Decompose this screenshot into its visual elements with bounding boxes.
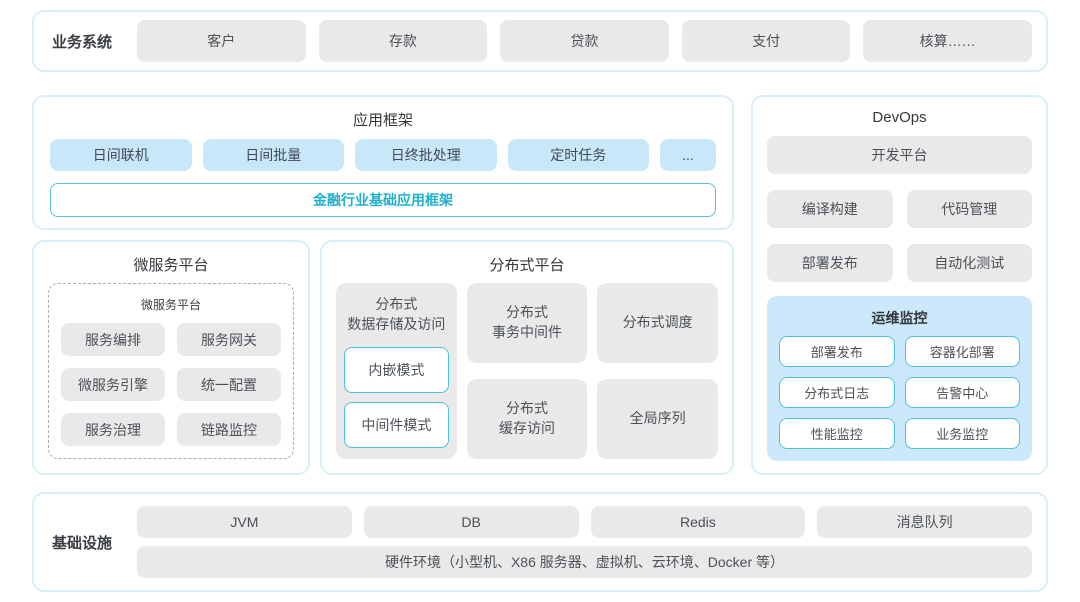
distributed-platform-title: 分布式平台 [489,257,565,274]
devops-section: DevOps 开发平台 编译构建 代码管理 部署发布 自动化测试 运维监控 部署… [751,95,1048,475]
devops-item-deploy-release: 部署发布 [767,244,893,282]
app-framework-items-row: 日间联机 日间批量 日终批处理 定时任务 ... [50,139,716,171]
storage-mode-middleware: 中间件模式 [344,402,449,449]
monitoring-item-deploy-release: 部署发布 [779,336,895,367]
infrastructure-items-row: JVM DB Redis 消息队列 [137,506,1032,538]
infra-item-jvm: JVM [137,506,352,538]
microservice-grid: 服务编排 服务网关 微服务引擎 统一配置 服务治理 链路监控 [61,323,281,446]
microservice-platform-title: 微服务平台 [133,257,209,274]
monitoring-item-distributed-log: 分布式日志 [779,377,895,408]
devops-dev-platform: 开发平台 [767,136,1032,174]
devops-title: DevOps [872,109,927,126]
distributed-platform-section: 分布式平台 分布式 数据存储及访问 内嵌模式 中间件模式 分布式 事务中间件 分… [320,240,734,475]
microservice-inner-title: 微服务平台 [140,298,201,312]
storage-mode-embedded: 内嵌模式 [344,347,449,394]
devops-grid: 编译构建 代码管理 部署发布 自动化测试 [767,190,1032,282]
microservice-item-governance: 服务治理 [61,413,165,446]
ops-monitoring-grid: 部署发布 容器化部署 分布式日志 告警中心 性能监控 业务监控 [779,336,1020,449]
distributed-storage-title: 分布式 数据存储及访问 [347,296,446,332]
devops-item-automated-testing: 自动化测试 [906,244,1032,282]
framework-item-daytime-online: 日间联机 [50,139,192,171]
business-systems-label: 业务系统 [51,33,112,51]
infrastructure-content: JVM DB Redis 消息队列 硬件环境（小型机、X86 服务器、虚拟机、云… [137,506,1032,578]
infra-item-db: DB [363,506,579,538]
microservice-item-orchestration: 服务编排 [61,323,165,356]
monitoring-item-performance: 性能监控 [779,418,895,449]
business-item-deposit: 存款 [318,20,488,62]
devops-item-code-management: 代码管理 [906,190,1032,228]
monitoring-item-alert-center: 告警中心 [904,377,1020,408]
ops-monitoring-title: 运维监控 [871,310,928,326]
microservice-item-tracing: 链路监控 [177,413,281,446]
global-sequence-cell: 全局序列 [597,379,718,459]
business-item-customer: 客户 [137,20,306,62]
business-item-payment: 支付 [681,20,851,62]
monitoring-item-container-deploy: 容器化部署 [904,336,1020,367]
framework-item-scheduled-task: 定时任务 [507,139,649,171]
finance-base-framework-bar: 金融行业基础应用框架 [50,183,716,217]
distributed-scheduling-cell: 分布式调度 [597,283,718,363]
business-item-accounting: 核算…… [863,20,1032,62]
distributed-grid: 分布式 数据存储及访问 内嵌模式 中间件模式 分布式 事务中间件 分布式调度 分… [336,283,718,459]
microservice-item-gateway: 服务网关 [177,323,281,356]
infra-item-message-queue: 消息队列 [817,506,1032,538]
distributed-storage-cell: 分布式 数据存储及访问 内嵌模式 中间件模式 [336,283,457,459]
platforms-row: 微服务平台 微服务平台 服务编排 服务网关 微服务引擎 统一配置 服务治理 链路… [32,240,734,475]
infrastructure-section: 基础设施 JVM DB Redis 消息队列 硬件环境（小型机、X86 服务器、… [32,492,1048,592]
microservice-item-engine: 微服务引擎 [61,368,165,401]
middle-row: 应用框架 日间联机 日间批量 日终批处理 定时任务 ... 金融行业基础应用框架… [32,95,1048,475]
devops-item-build: 编译构建 [767,190,893,228]
monitoring-item-business: 业务监控 [904,418,1020,449]
app-framework-section: 应用框架 日间联机 日间批量 日终批处理 定时任务 ... 金融行业基础应用框架 [32,95,734,230]
distributed-transaction-cell: 分布式 事务中间件 [466,283,588,363]
business-systems-section: 业务系统 客户 存款 贷款 支付 核算…… [32,10,1048,72]
microservice-item-config: 统一配置 [177,368,281,401]
hardware-environment-bar: 硬件环境（小型机、X86 服务器、虚拟机、云环境、Docker 等） [137,546,1032,578]
microservice-platform-section: 微服务平台 微服务平台 服务编排 服务网关 微服务引擎 统一配置 服务治理 链路… [32,240,310,475]
framework-item-dayend-batch: 日终批处理 [355,139,497,171]
distributed-cache-cell: 分布式 缓存访问 [466,379,588,459]
infra-item-redis: Redis [590,506,806,538]
infrastructure-label: 基础设施 [51,534,112,552]
framework-item-daytime-batch: 日间批量 [202,139,344,171]
app-framework-title: 应用框架 [352,112,413,129]
framework-item-ellipsis: ... [660,139,716,171]
ops-monitoring-panel: 运维监控 部署发布 容器化部署 分布式日志 告警中心 性能监控 业务监控 [767,296,1032,461]
middle-left-column: 应用框架 日间联机 日间批量 日终批处理 定时任务 ... 金融行业基础应用框架… [32,95,734,475]
microservice-inner-box: 微服务平台 服务编排 服务网关 微服务引擎 统一配置 服务治理 链路监控 [48,283,294,459]
business-item-loan: 贷款 [500,20,669,62]
